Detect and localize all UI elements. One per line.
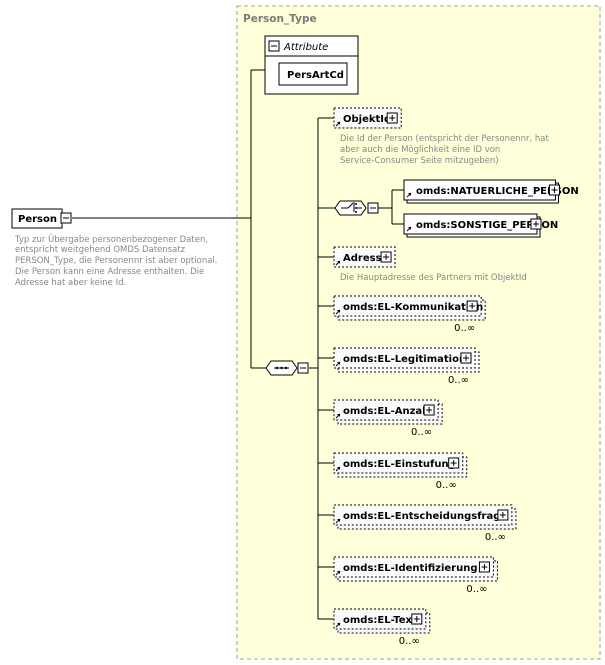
occurrence-label: 0..∞ [411, 427, 432, 438]
collapse-icon[interactable] [297, 362, 309, 374]
occurrence-label: 0..∞ [448, 375, 469, 386]
element-label: omds:EL-Einstufung [343, 459, 456, 470]
sequence-compositor[interactable] [265, 360, 309, 376]
sequence-element[interactable]: omds:EL-Anzahl 0..∞ [333, 399, 443, 438]
collapse-icon[interactable] [367, 202, 379, 214]
reference-arrow-icon [335, 361, 341, 367]
reference-arrow-icon [335, 570, 341, 576]
reference-arrow-icon [335, 622, 341, 628]
element-label: omds:EL-Anzahl [343, 406, 433, 417]
occurrence-label: 0..∞ [436, 480, 457, 491]
choice-option[interactable]: omds:SONSTIGE_PERSON [403, 213, 558, 238]
attribute-persartcd[interactable]: PersArtCd [278, 62, 348, 86]
occurrence-label: 0..∞ [466, 584, 487, 595]
svg-text:PersArtCd: PersArtCd [287, 70, 344, 81]
expand-icon[interactable] [466, 300, 478, 312]
expand-icon[interactable] [448, 457, 460, 469]
element-doc: Die Hauptadresse des Partners mit Objekt… [340, 273, 527, 283]
expand-icon[interactable] [548, 184, 560, 196]
choice-option-label: omds:NATUERLICHE_PERSON [416, 186, 579, 197]
reference-arrow-icon [335, 309, 341, 315]
expand-icon[interactable] [497, 509, 509, 521]
collapse-icon[interactable] [60, 212, 72, 224]
occurrence-label: 0..∞ [485, 532, 506, 543]
element-label: omds:EL-Kommunikation [343, 302, 483, 313]
element-label: Adresse [343, 253, 389, 264]
element-label: ObjektId [343, 114, 391, 125]
reference-arrow-icon [335, 121, 341, 127]
expand-icon[interactable] [460, 352, 472, 364]
attribute-group: Attribute PersArtCd [264, 35, 359, 95]
element-label: omds:EL-Text [343, 615, 417, 626]
sequence-element[interactable]: omds:EL-Legitimation 0..∞ [333, 347, 480, 386]
reference-arrow-icon [406, 226, 412, 232]
expand-icon[interactable] [386, 112, 398, 124]
reference-arrow-icon [335, 413, 341, 419]
element-label: omds:EL-Entscheidungsfrage [343, 511, 507, 522]
reference-arrow-icon [406, 192, 412, 198]
choice-options: omds:NATUERLICHE_PERSON omds:SONSTIGE_PER… [403, 179, 579, 238]
choice-compositor[interactable] [334, 200, 379, 216]
expand-icon[interactable] [380, 251, 392, 263]
choice-option-label: omds:SONSTIGE_PERSON [416, 220, 558, 231]
reference-arrow-icon [335, 260, 341, 266]
root-label: Person [18, 214, 57, 225]
root-element-person[interactable]: Person [11, 208, 72, 229]
reference-arrow-icon [335, 466, 341, 472]
occurrence-label: 0..∞ [454, 323, 475, 334]
sequence-element[interactable]: omds:EL-Identifizierung 0..∞ [333, 556, 498, 595]
element-label: omds:EL-Legitimation [343, 354, 466, 365]
expand-icon[interactable] [478, 561, 490, 573]
element-doc: Die Id der Person (entspricht der Person… [340, 134, 549, 166]
collapse-icon[interactable] [268, 40, 280, 52]
expand-icon[interactable] [411, 613, 423, 625]
connector-lines [72, 69, 404, 620]
choice-option[interactable]: omds:NATUERLICHE_PERSON [403, 179, 579, 204]
expand-icon[interactable] [530, 218, 542, 230]
sequence-element[interactable]: omds:EL-Text 0..∞ [333, 608, 431, 647]
reference-arrow-icon [335, 518, 341, 524]
expand-icon[interactable] [423, 404, 435, 416]
sequence-element[interactable]: omds:EL-Kommunikation 0..∞ [333, 295, 486, 334]
sequence-element[interactable]: omds:EL-Entscheidungsfrage 0..∞ [333, 504, 517, 543]
root-doc: Typ zur Übergabe personenbezogener Daten… [14, 234, 220, 288]
sequence-element[interactable]: omds:EL-Einstufung 0..∞ [333, 452, 468, 491]
type-container [236, 5, 601, 660]
type-title: Person_Type [243, 13, 317, 25]
element-label: omds:EL-Identifizierung [343, 563, 478, 574]
attribute-header: Attribute [283, 42, 328, 53]
occurrence-label: 0..∞ [399, 636, 420, 647]
